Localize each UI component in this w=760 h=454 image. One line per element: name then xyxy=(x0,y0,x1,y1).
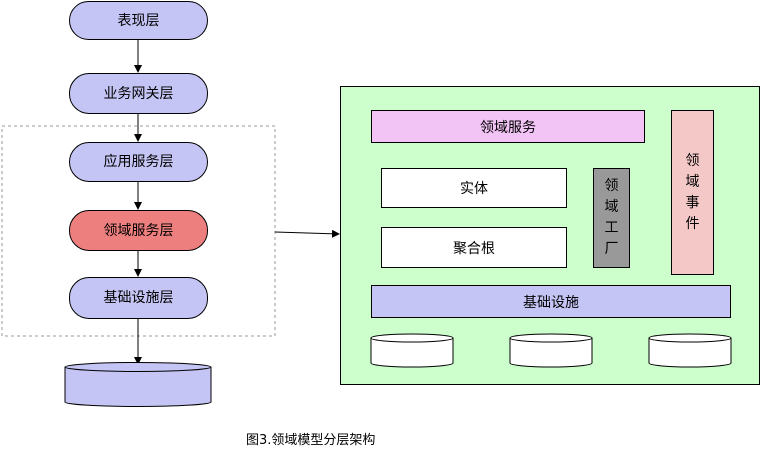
storage-cylinder-icon xyxy=(370,333,454,368)
entity-box: 实体 xyxy=(381,168,567,208)
domain-factory-char: 域 xyxy=(604,199,619,215)
infrastructure-box: 基础设施 xyxy=(371,285,731,318)
aggregate-root-box: 聚合根 xyxy=(381,227,567,268)
storage-cylinder-icon xyxy=(648,333,732,368)
storage-cylinder-icon xyxy=(509,333,593,368)
presentation-layer-label: 表现层 xyxy=(117,12,160,29)
application-layer-label: 应用服务层 xyxy=(103,154,174,170)
domain-layer-label: 领域服务层 xyxy=(103,222,174,239)
infrastructure-layer: 基础设施层 xyxy=(69,277,208,319)
domain-factory-box: 领 域 工 厂 xyxy=(593,168,630,268)
database-cylinder-icon xyxy=(64,362,212,407)
application-layer: 应用服务层 xyxy=(69,142,208,182)
figure-caption: 图3.领域模型分层架构 xyxy=(246,433,376,448)
entity-label: 实体 xyxy=(460,181,488,197)
infrastructure-box-label: 基础设施 xyxy=(523,294,579,311)
domain-service-box: 领域服务 xyxy=(371,110,645,143)
presentation-layer: 表现层 xyxy=(69,1,208,40)
domain-service-label: 领域服务 xyxy=(480,119,536,136)
domain-factory-char: 厂 xyxy=(604,241,619,257)
gateway-layer-label: 业务网关层 xyxy=(103,85,174,102)
infrastructure-layer-label: 基础设施层 xyxy=(103,290,174,306)
domain-factory-char: 工 xyxy=(604,220,619,236)
domain-event-box: 领 域 事 件 xyxy=(671,110,714,275)
domain-event-char: 事 xyxy=(685,194,700,211)
domain-event-char: 域 xyxy=(685,173,700,190)
domain-layer: 领域服务层 xyxy=(69,210,208,251)
domain-event-char: 件 xyxy=(685,215,700,232)
aggregate-root-label: 聚合根 xyxy=(453,240,495,257)
domain-event-char: 领 xyxy=(685,152,700,169)
domain-factory-char: 领 xyxy=(604,178,619,194)
arrow-to-domain-model xyxy=(274,229,340,238)
gateway-layer: 业务网关层 xyxy=(69,73,208,114)
